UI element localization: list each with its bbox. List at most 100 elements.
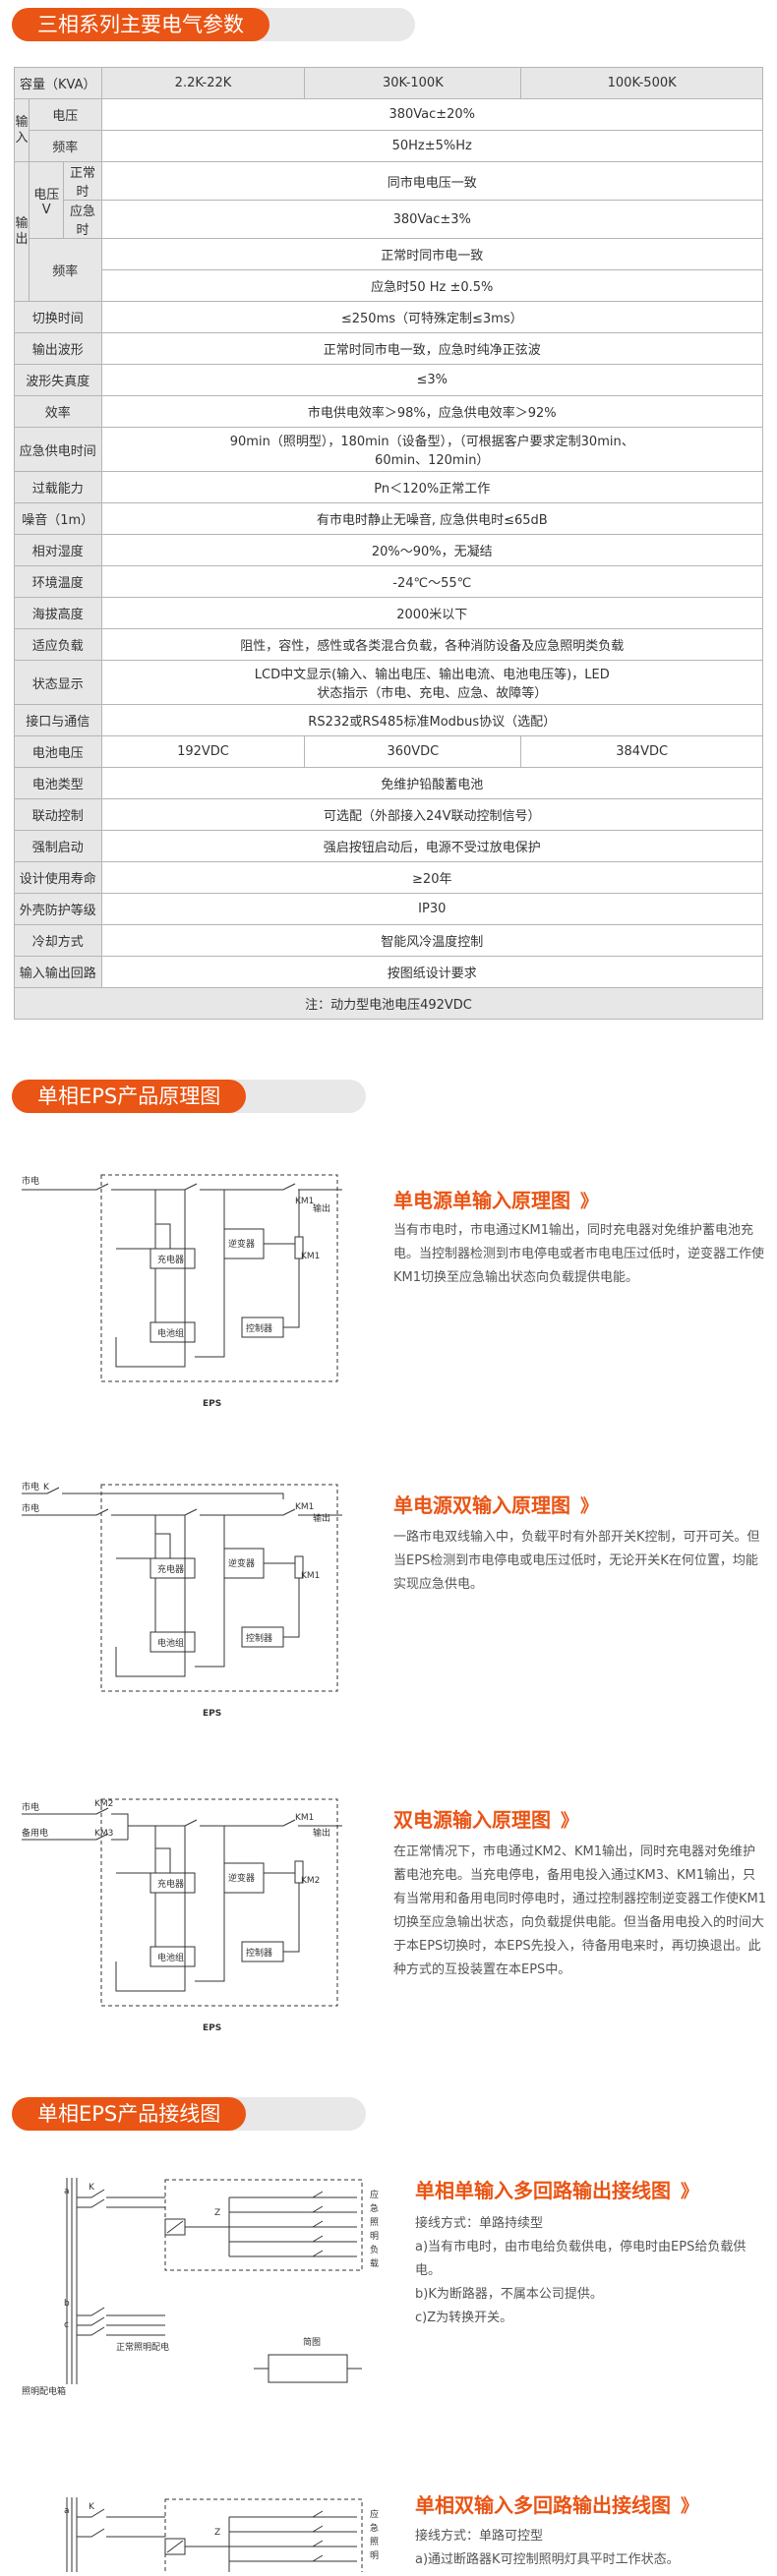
- lighting-panel-label: 照明配电箱: [22, 2385, 66, 2397]
- row-value: 按图纸设计要求: [100, 956, 763, 988]
- principle-title-2: 单电源双输入原理图》: [393, 1493, 598, 1517]
- row-label: 适应负载: [14, 628, 102, 661]
- eps-label: EPS: [203, 1399, 221, 1409]
- capacity-label: 容量（KVA）: [14, 67, 102, 99]
- row-value: 有市电时静止无噪音, 应急供电时≤65dB: [100, 502, 763, 535]
- row-value: IP30: [100, 893, 763, 925]
- row-value: 90min（照明型），180min（设备型），（可根据客户要求定制30min、6…: [100, 427, 763, 472]
- principle-diagram-2: 市电 K 市电 输出 KM1 KM1 充电器 逆变器 电池组 控制器 EPS: [18, 1470, 362, 1726]
- km3-label: KM3: [94, 1829, 113, 1839]
- inverter-box: [223, 1862, 265, 1894]
- eps-label: EPS: [203, 2023, 221, 2033]
- wiring-line: 接线方式：单路持续型: [415, 2216, 544, 2231]
- row-label: 波形失真度: [14, 364, 102, 396]
- section-title: 单相EPS产品接线图: [12, 2097, 247, 2131]
- row-label: 输入输出回路: [14, 956, 102, 988]
- km1-label: KM1: [295, 1813, 314, 1823]
- row-label: 设计使用寿命: [14, 861, 102, 894]
- mains-label: 市电: [22, 1801, 39, 1813]
- row-label: 切换时间: [14, 301, 102, 333]
- battery-label: 电池组: [157, 1952, 184, 1963]
- row-value: 市电供电效率＞98%，应急供电效率＞92%: [100, 395, 763, 428]
- row-value: ≤3%: [100, 364, 763, 396]
- row-value: ≤250ms（可特殊定制≤3ms）: [100, 301, 763, 333]
- row-label: 效率: [14, 395, 102, 428]
- wiring-text-1: 接线方式：单路持续型 a)当有市电时，由市电给负载供电，停电时由EPS给负载供电…: [415, 2212, 769, 2330]
- km1-coil-label: KM1: [301, 1571, 320, 1581]
- out-char-1: 应: [370, 2508, 379, 2520]
- wire-a-label: a: [64, 2187, 70, 2196]
- row-label: 输出波形: [14, 332, 102, 365]
- out-voltage-label: 电压V: [28, 161, 65, 239]
- inverter-label: 逆变器: [228, 1872, 255, 1884]
- out-char-2: 急: [370, 2202, 379, 2214]
- wire-a-label: a: [64, 2506, 70, 2516]
- row-label: 外壳防护等级: [14, 893, 102, 925]
- k-label: K: [89, 2183, 95, 2193]
- km1-label: KM1: [295, 1502, 314, 1512]
- section-header-wiring: 单相EPS产品接线图: [12, 2097, 405, 2131]
- normal-value: 同市电电压一致: [100, 161, 763, 201]
- capacity-col-3: 100K-500K: [520, 67, 763, 99]
- k-label: K: [43, 1483, 50, 1493]
- output-label: 输出: [313, 1827, 330, 1839]
- row-label: 过载能力: [14, 471, 102, 503]
- capacity-col-1: 2.2K-22K: [100, 67, 306, 99]
- input-label: 输入: [14, 98, 30, 162]
- row-label: 强制启动: [14, 830, 102, 862]
- input-voltage-value: 380Vac±20%: [100, 98, 763, 131]
- principle-text-1: 当有市电时，市电通过KM1输出，同时充电器对免维护蓄电池充电。当控制器检测到市电…: [393, 1223, 765, 1285]
- out-freq-label: 频率: [29, 238, 102, 302]
- emergency-value: 380Vac±3%: [100, 200, 763, 239]
- row-value: 2000米以下: [100, 597, 763, 629]
- battery-box: [149, 1631, 196, 1653]
- principle-title-3: 双电源输入原理图》: [393, 1808, 578, 1832]
- principle-text-2: 一路市电双线输入中，负载平时有外部开关K控制，可开可关。但当EPS检测到市电停电…: [393, 1530, 760, 1592]
- out-freq-value-2: 应急时50 Hz ±0.5%: [100, 269, 763, 302]
- wiring-line: 接线方式：单路可控型: [415, 2529, 544, 2544]
- wire-c-label: c: [64, 2320, 69, 2330]
- normal-label: 正常时: [63, 161, 102, 201]
- battery-voltage-2: 360VDC: [304, 735, 522, 768]
- row-value: ≥20年: [100, 861, 763, 894]
- principle-diagram-1: 市电 输出 KM1 KM1 充电器 逆变器 电池组 控制器 EPS: [18, 1160, 362, 1416]
- wiring-line: a)当有市电时，由市电给负载供电，停电时由EPS给负载供电。: [415, 2240, 747, 2278]
- row-value: 阻性，容性，感性或各类混合负载，各种消防设备及应急照明类负载: [100, 628, 763, 661]
- spec-table: 容量（KVA） 2.2K-22K 30K-100K 100K-500K 输入 电…: [14, 67, 763, 1020]
- table-note: 注：动力型电池电压492VDC: [14, 987, 763, 1020]
- charger-box: [149, 1872, 196, 1894]
- row-value: 强启按钮启动后，电源不受过放电保护: [100, 830, 763, 862]
- input-freq-value: 50Hz±5%Hz: [100, 130, 763, 162]
- row-label: 联动控制: [14, 798, 102, 831]
- row-label: 应急供电时间: [14, 427, 102, 472]
- input-voltage-label: 电压: [29, 98, 102, 131]
- km1-label: KM1: [295, 1197, 314, 1206]
- battery-voltage-label: 电池电压: [14, 735, 102, 768]
- row-label: 相对湿度: [14, 534, 102, 566]
- battery-voltage-1: 192VDC: [100, 735, 306, 768]
- controller-label: 控制器: [246, 1947, 272, 1959]
- out-char-5: 负: [370, 2244, 379, 2255]
- row-label: 海拔高度: [14, 597, 102, 629]
- wiring-line: b)K为断路器，不属本公司提供。: [415, 2287, 603, 2302]
- out-char-2: 急: [370, 2522, 379, 2534]
- backup-label: 备用电: [22, 1827, 48, 1839]
- battery-label: 电池组: [157, 1327, 184, 1339]
- out-char-4: 明: [370, 2231, 379, 2242]
- wiring-title-1: 单相单输入多回路输出接线图》: [415, 2179, 698, 2202]
- row-value: 正常时同市电一致，应急时纯净正弦波: [100, 332, 763, 365]
- out-char-3: 照: [370, 2537, 379, 2547]
- out-char-4: 明: [370, 2550, 379, 2561]
- wiring-title-2: 单相双输入多回路输出接线图》: [415, 2493, 698, 2517]
- section-header-spec: 三相系列主要电气参数: [12, 8, 415, 41]
- inverter-label: 逆变器: [228, 1238, 255, 1250]
- wiring-text-2: 接线方式：单路可控型 a)通过断路器K可控制照明灯具平时工作状态。: [415, 2525, 769, 2572]
- charger-label: 充电器: [157, 1563, 184, 1575]
- out-char-1: 应: [370, 2189, 379, 2200]
- z-label: Z: [214, 2528, 220, 2538]
- wire-b-label: b: [64, 2299, 70, 2309]
- input-freq-label: 频率: [29, 130, 102, 162]
- mains-label: 市电: [22, 1481, 39, 1493]
- simple-label: 简图: [303, 2336, 321, 2348]
- row-label: 冷却方式: [14, 924, 102, 957]
